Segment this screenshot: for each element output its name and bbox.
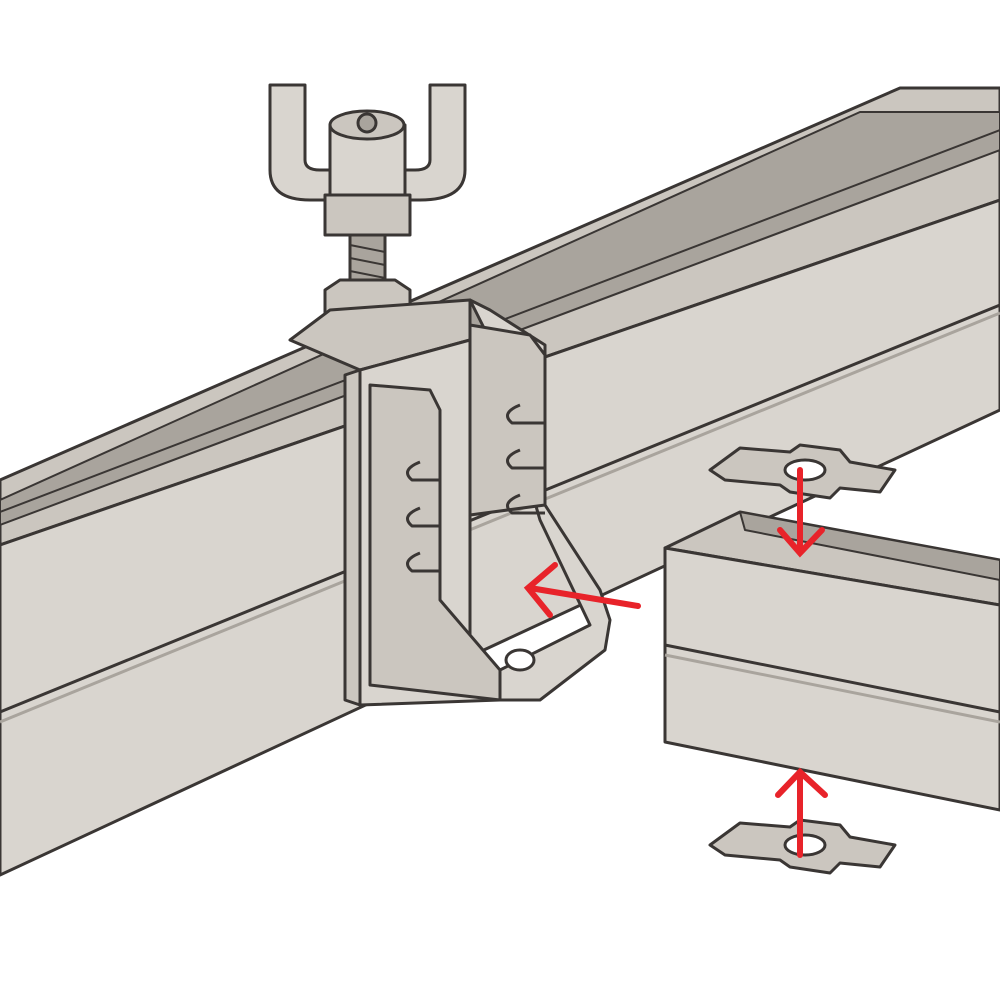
bottom-clip-arrow — [775, 767, 828, 858]
insert-arrow — [523, 562, 641, 618]
top-clip-arrow — [777, 467, 825, 558]
branch-strut-channel — [663, 510, 1000, 812]
channel-connector-bracket — [288, 298, 612, 707]
